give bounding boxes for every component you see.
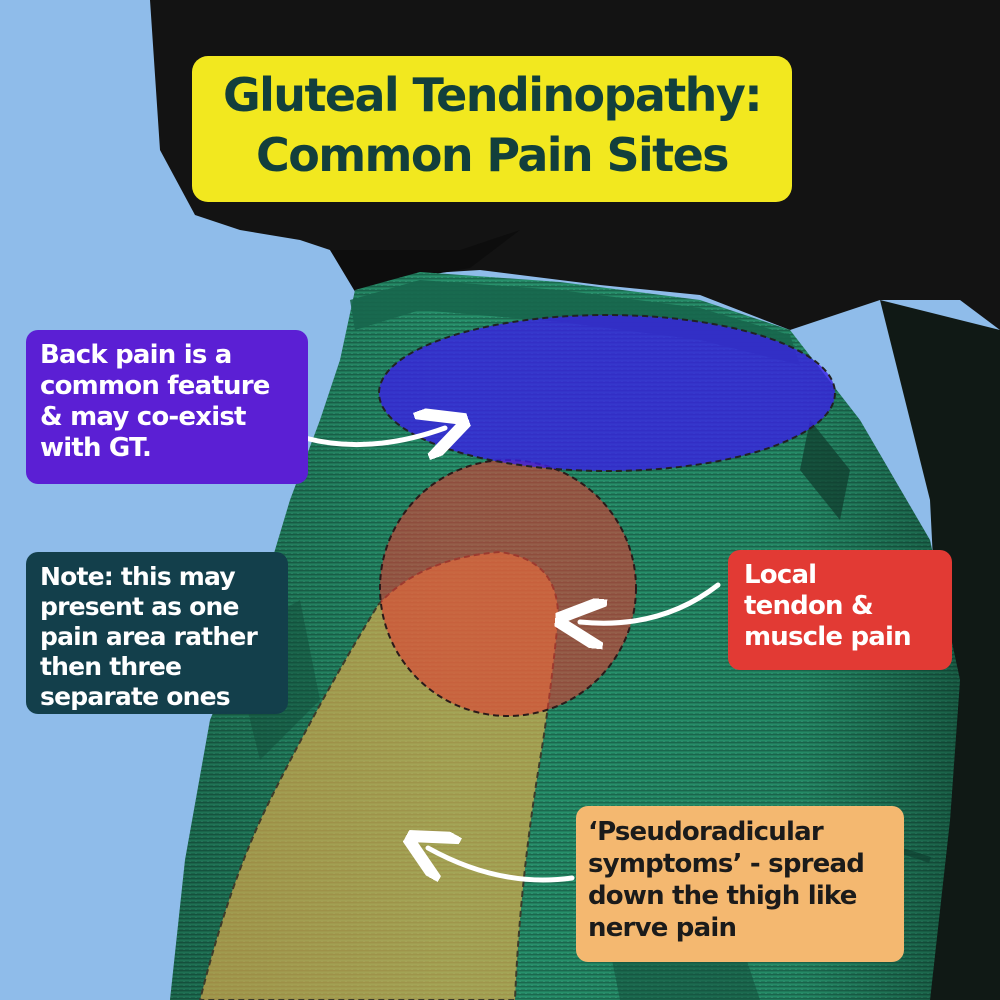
arrow-local — [580, 582, 721, 623]
callout-line: pain area rather — [40, 622, 258, 651]
title-line-2: Common Pain Sites — [256, 128, 730, 182]
local-pain-callout: Local tendon & muscle pain — [728, 550, 952, 670]
callout-line: with GT. — [40, 433, 152, 463]
top-fold — [330, 230, 520, 300]
title-line-1: Gluteal Tendinopathy: — [222, 68, 763, 122]
callout-line: ‘Pseudoradicular — [588, 817, 824, 847]
callout-line: then three — [40, 652, 182, 681]
callout-line: present as one — [40, 592, 239, 621]
local-pain-zone — [379, 459, 637, 717]
callout-line: Local — [744, 560, 817, 590]
callout-line: separate ones — [40, 682, 231, 711]
callout-line: muscle pain — [744, 622, 912, 652]
callout-line: symptoms’ - spread — [588, 849, 865, 879]
callout-line: down the thigh like — [588, 881, 857, 911]
arrow-back — [302, 428, 445, 445]
back-pain-zone — [378, 314, 836, 472]
title-banner: Gluteal Tendinopathy: Common Pain Sites — [192, 56, 792, 202]
knit-patch — [800, 420, 850, 520]
back-pain-callout: Back pain is a common feature & may co-e… — [26, 330, 308, 484]
callout-line: nerve pain — [588, 913, 737, 943]
callout-line: tendon & — [744, 591, 874, 621]
pseudoradicular-callout: ‘Pseudoradicular symptoms’ - spread down… — [576, 806, 904, 962]
arrow-thigh — [428, 848, 575, 883]
callout-line: Note: this may — [40, 562, 236, 591]
note-callout: Note: this may present as one pain area … — [26, 552, 288, 714]
callout-line: Back pain is a — [40, 340, 232, 370]
callout-line: common feature — [40, 371, 270, 401]
callout-line: & may co-exist — [40, 402, 246, 432]
